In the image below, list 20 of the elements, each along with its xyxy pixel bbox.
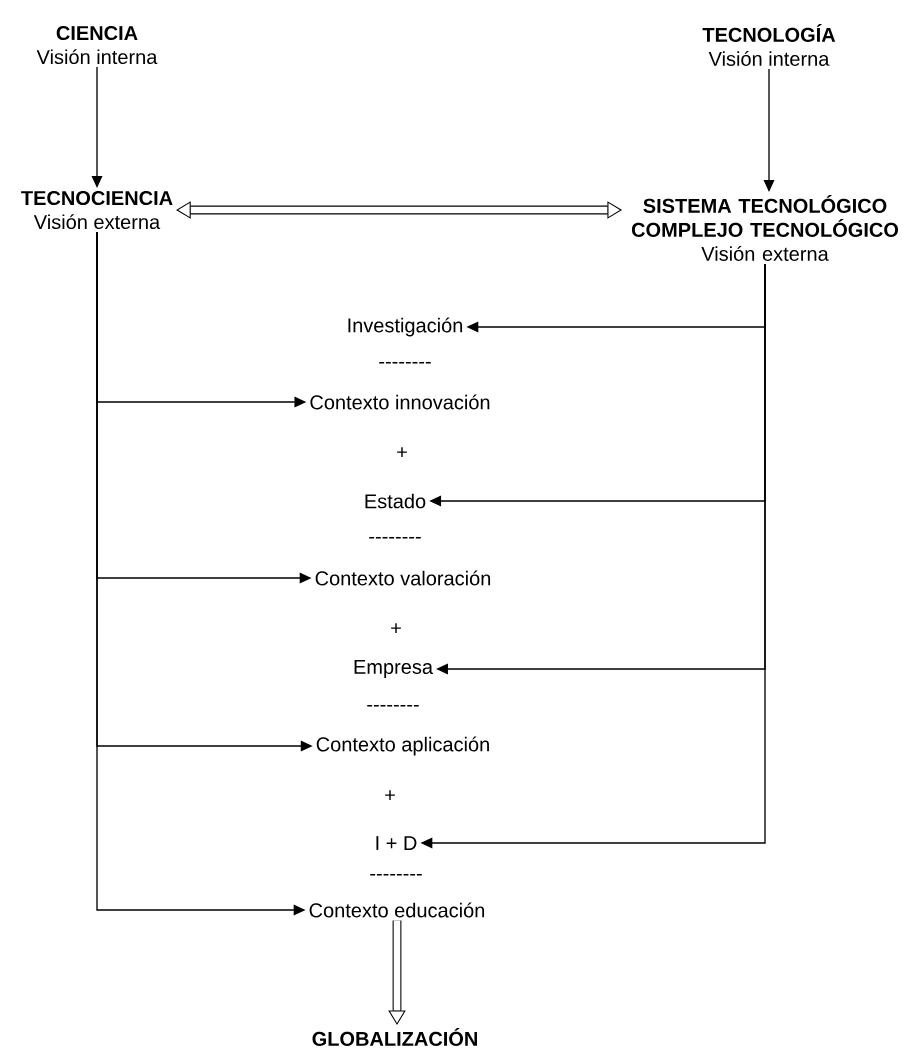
separator-text: -------- xyxy=(379,361,431,364)
heading-text: TECNOLOGÍA Visión interna xyxy=(702,24,836,66)
item-text: Contexto educación xyxy=(309,902,485,918)
separator-text: + xyxy=(391,623,401,633)
heading-text: GLOBALIZACIÓN xyxy=(312,1028,477,1046)
separator-text: -------- xyxy=(370,873,422,876)
item-text: Estado xyxy=(365,493,426,509)
separator-text: -------- xyxy=(369,536,421,539)
heading-text: TECNOCIENCIA Visión externa xyxy=(21,190,173,230)
heading-text: SISTEMA TECNOLÓGICO COMPLEJO TECNOLÓGICO Visión externa xyxy=(631,195,899,261)
item-text: I + D xyxy=(376,836,417,850)
heading-text: CIENCIA Visión interna xyxy=(36,25,158,65)
separator-text: + xyxy=(397,447,407,457)
item-text: Contexto innovación xyxy=(310,394,490,410)
item-text: Contexto valoración xyxy=(315,570,491,586)
item-text: Investigación xyxy=(348,317,463,337)
item-text: Empresa xyxy=(354,660,433,678)
item-text: Contexto aplicación xyxy=(316,736,489,756)
separator-text: + xyxy=(385,790,395,800)
separator-text: -------- xyxy=(367,704,419,707)
